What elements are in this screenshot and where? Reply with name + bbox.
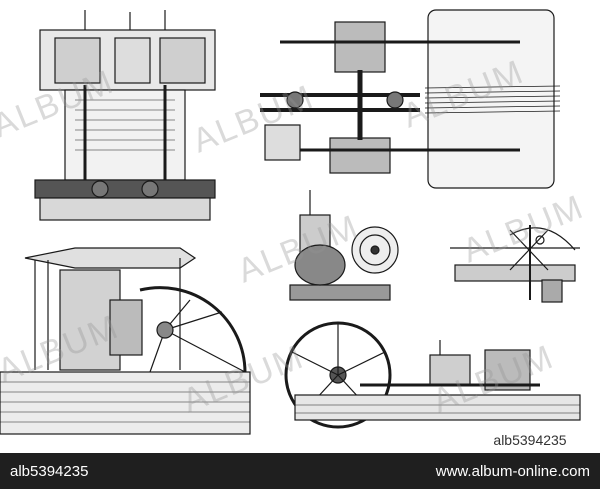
governor-detail-illustration	[450, 225, 580, 303]
horizontal-engine-plan-illustration	[260, 9, 561, 189]
small-engine-illustration	[289, 190, 399, 301]
footer-site-link[interactable]: www.album-online.com	[435, 462, 590, 480]
footer-bar: alb5394235 www.album-online.com	[0, 453, 600, 489]
image-id-stamp: alb5394235	[467, 431, 593, 449]
horizontal-engine-flywheel-illustration	[284, 321, 581, 429]
beam-engine-illustration	[0, 247, 251, 435]
footer-image-id: alb5394235	[10, 462, 89, 480]
vertical-engine-illustration	[34, 10, 216, 221]
engraving-plate	[0, 9, 581, 435]
